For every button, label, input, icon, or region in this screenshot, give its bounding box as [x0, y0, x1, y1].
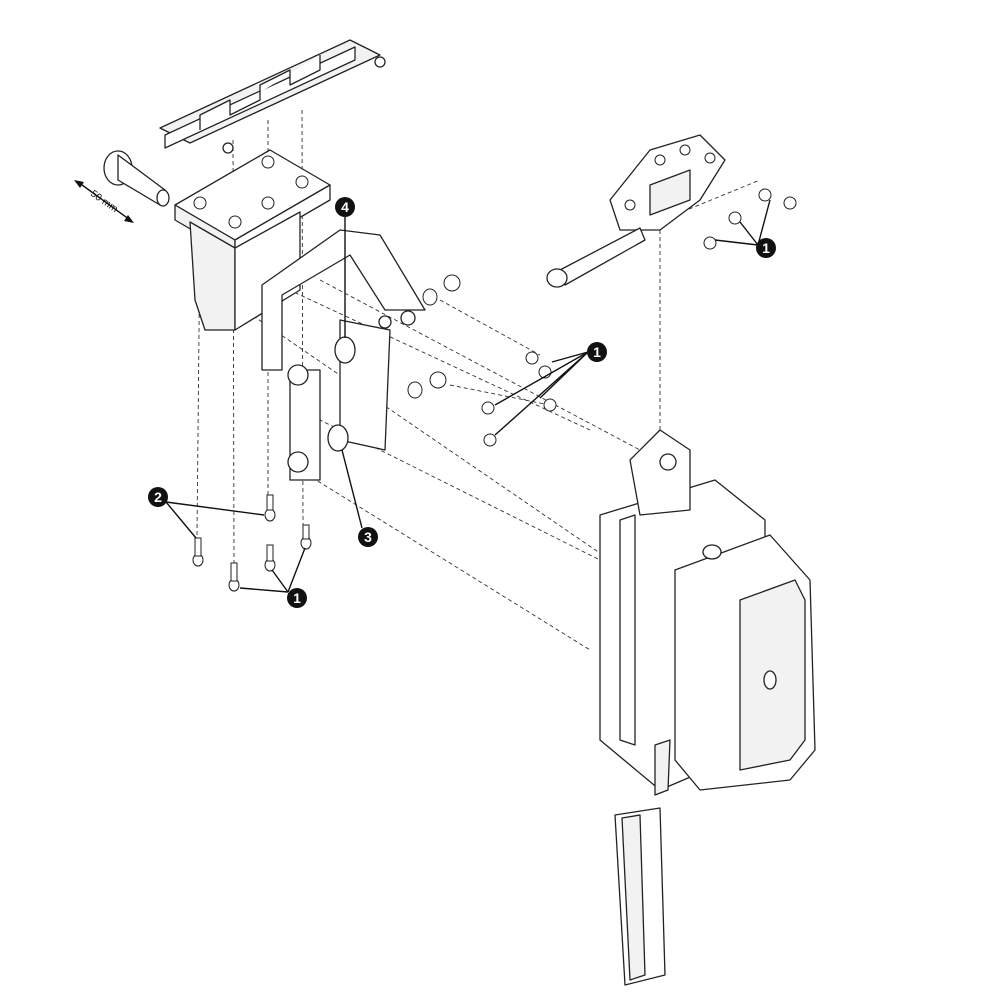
svg-text:4: 4 [341, 199, 349, 215]
door-bracket [546, 134, 797, 288]
mounting-bracket [174, 149, 331, 331]
top-rail [159, 39, 386, 154]
svg-text:1: 1 [593, 344, 601, 360]
motor-unit [599, 429, 816, 791]
callout-lower-pin: 3 [341, 449, 378, 547]
dimension-label: 50 mm [88, 188, 119, 215]
svg-text:2: 2 [154, 489, 162, 505]
callout-upper-pin: 4 [335, 197, 355, 338]
swing-bracket [261, 229, 426, 481]
callout-bolts: 2 [148, 487, 265, 539]
callout-screws-right: 1 [494, 342, 607, 436]
hardware [192, 274, 557, 592]
callout-screws-top-right: 1 [714, 199, 776, 258]
svg-text:1: 1 [762, 240, 770, 256]
callout-screws-bottom: 1 [239, 547, 307, 608]
svg-text:3: 3 [364, 529, 372, 545]
svg-text:1: 1 [293, 590, 301, 606]
shaft-pin: 50 mm [74, 150, 170, 223]
chain-boom [614, 739, 671, 986]
